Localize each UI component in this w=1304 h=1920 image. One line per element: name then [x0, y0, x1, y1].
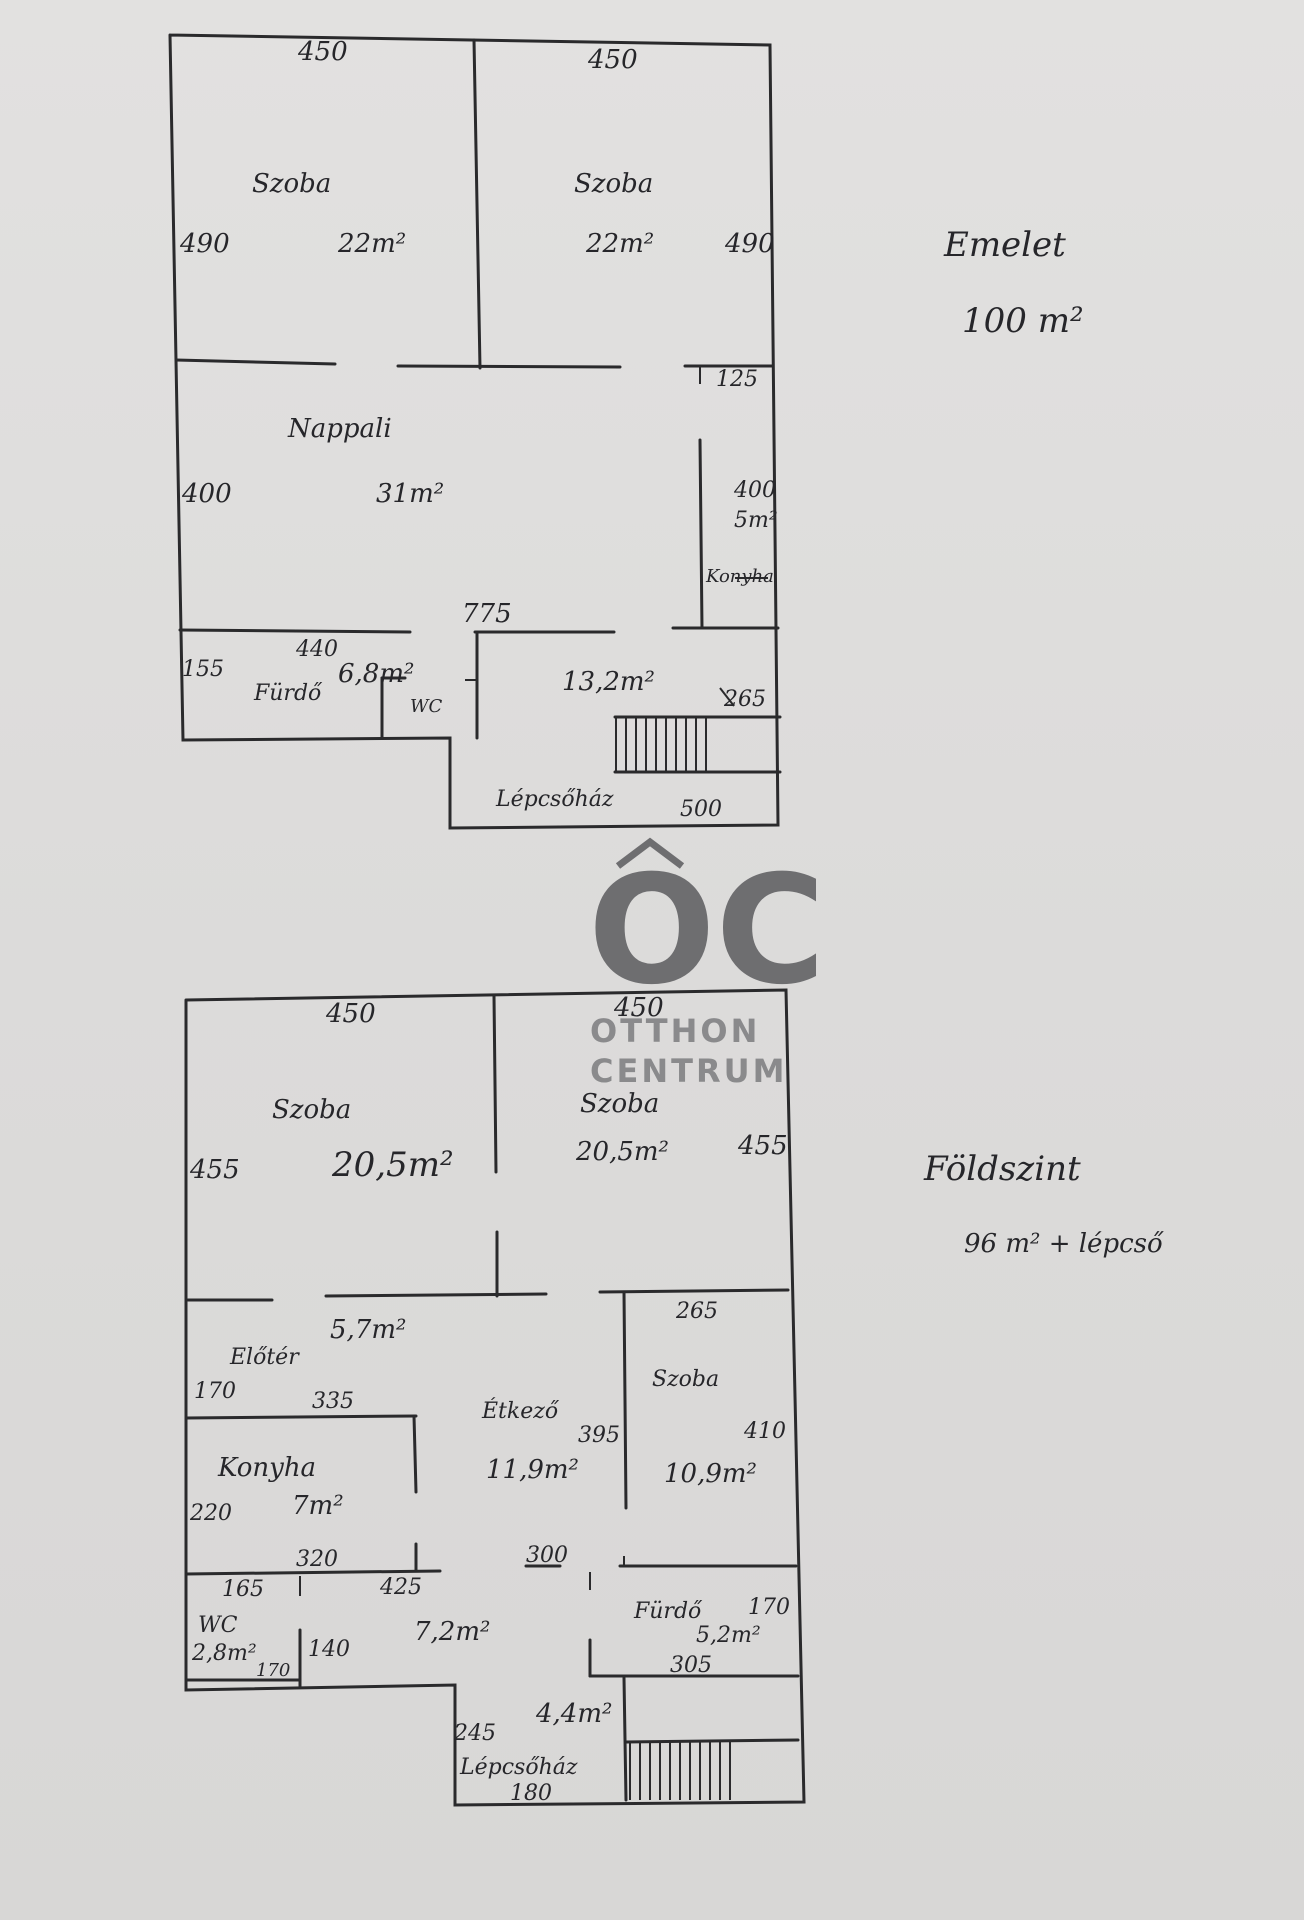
- ground-room3-name: Szoba: [652, 1367, 719, 1392]
- upper-stairs-label: Lépcsőház: [495, 787, 614, 812]
- ground-dim-top-right: 450: [613, 993, 664, 1023]
- upper-outer-wall: [168, 33, 780, 830]
- ground-kitchen-name: Konyha: [217, 1453, 316, 1483]
- ground-dining-area: 11,9m²: [486, 1455, 579, 1485]
- ground-room2-name: Szoba: [580, 1089, 659, 1119]
- ground-wc-label: WC: [198, 1613, 238, 1638]
- ground-room1-name: Szoba: [272, 1095, 351, 1125]
- ground-dim-dining-depth: 395: [578, 1423, 620, 1448]
- ground-dim-kitchen-left: 220: [189, 1501, 232, 1526]
- ground-bath-name: Fürdő: [633, 1599, 703, 1624]
- ground-floor-labels: 450 450 Szoba 20,5m² 455 Szoba 20,5m² 45…: [189, 993, 1164, 1806]
- watermark-roof-mark: [615, 837, 685, 869]
- upper-wc-label: WC: [410, 696, 443, 717]
- ground-dim-stair-bottom: 180: [510, 1781, 552, 1806]
- upper-room2-name: Szoba: [574, 169, 653, 199]
- ground-stair-top: [624, 1738, 800, 1744]
- upper-floor-title: Emelet: [943, 225, 1066, 265]
- ground-dim-room2-right: 455: [737, 1131, 788, 1161]
- upper-dim-bath-left: 155: [182, 657, 224, 682]
- upper-dim-top-right: 450: [587, 45, 638, 75]
- ground-stairs-label: Lépcsőház: [459, 1755, 578, 1780]
- upper-floor-labels: 450 450 Szoba 22m² 490 Szoba 22m² 490 12…: [179, 37, 1084, 822]
- upper-dim-room1-left: 490: [179, 229, 230, 259]
- ground-kitchen-top-wall: [184, 1414, 418, 1420]
- upper-room1-area: 22m²: [337, 229, 406, 259]
- upper-dim-living-left: 400: [181, 479, 232, 509]
- ground-rooms-bottom-wall-b: [324, 1292, 548, 1298]
- ground-dim-corridor-left: 140: [308, 1637, 350, 1662]
- watermark-line2: CENTRUM: [590, 1052, 787, 1090]
- upper-rooms-bottom-wall-b: [396, 364, 622, 369]
- upper-stair-treads: [615, 717, 707, 772]
- upper-dim-tick: [719, 687, 735, 707]
- upper-hall-area: 13,2m²: [562, 667, 655, 697]
- ground-dim-kitchen-top: 335: [312, 1389, 354, 1414]
- ground-dim-room1-left: 455: [189, 1155, 240, 1185]
- upper-dim-room2-right: 490: [724, 229, 775, 259]
- upper-bath-top-wall: [178, 628, 412, 634]
- ground-dim-bath-right: 170: [748, 1595, 790, 1620]
- upper-dim-kitchen-top: 125: [716, 367, 758, 392]
- ground-dim-corridor-width: 300: [526, 1543, 568, 1568]
- upper-rooms-bottom-wall-a: [174, 358, 337, 366]
- ground-dim-kitchen-bottom: 320: [296, 1547, 338, 1572]
- upper-kitchen-name: Konyha: [705, 566, 774, 587]
- ground-kitchen-area: 7m²: [292, 1491, 344, 1521]
- upper-dim-stair-bottom: 500: [680, 797, 722, 822]
- ground-dim-corridor-top: 425: [379, 1575, 422, 1600]
- upper-dim-hall-width: 775: [462, 599, 512, 629]
- upper-living-name: Nappali: [287, 414, 392, 444]
- ground-stair-treads: [629, 1742, 731, 1800]
- otthon-centrum-watermark: OC OTTHON CENTRUM: [588, 837, 826, 1090]
- ground-rooms-bottom-wall-c: [598, 1288, 790, 1294]
- upper-room-divider: [472, 38, 482, 370]
- upper-kitchen-area: 5m²: [734, 508, 778, 533]
- ground-floor-area: 96 m² + lépcső: [964, 1229, 1164, 1259]
- ground-dim-bath-bottom: 305: [670, 1653, 712, 1678]
- ground-dim-wc-right: 170: [256, 1660, 290, 1681]
- ground-room3-area: 10,9m²: [664, 1459, 757, 1489]
- upper-bath-name: Fürdő: [253, 681, 323, 706]
- upper-room1-name: Szoba: [252, 169, 331, 199]
- ground-dim-entry-left: 170: [194, 1379, 236, 1404]
- upper-dim-top-left: 450: [297, 37, 348, 67]
- ground-dim-wc-top: 165: [222, 1577, 264, 1602]
- ground-outer-wall: [184, 988, 806, 1807]
- ground-floor-plan: [184, 988, 806, 1807]
- ground-entry-area: 5,7m²: [330, 1315, 406, 1345]
- ground-wc-area: 2,8m²: [191, 1641, 257, 1666]
- ground-dim-room3-right: 410: [743, 1419, 786, 1444]
- ground-room-divider: [492, 994, 498, 1174]
- upper-dim-kitchen-right: 400: [733, 478, 776, 503]
- upper-kitchen-wall: [698, 438, 704, 630]
- ground-dim-stair-side: 245: [453, 1721, 496, 1746]
- ground-floor-title: Földszint: [923, 1149, 1081, 1189]
- ground-dining-name: Étkező: [481, 1397, 560, 1424]
- ground-kitchen-bottom-wall: [184, 1569, 442, 1576]
- ground-dim-top-left: 450: [325, 999, 376, 1029]
- ground-stair-left-wall: [622, 1676, 628, 1802]
- ground-entry-name: Előtér: [229, 1345, 300, 1370]
- ground-corridor-area: 7,2m²: [414, 1617, 490, 1647]
- upper-bath-area: 6,8m²: [338, 659, 414, 689]
- ground-room2-area: 20,5m²: [575, 1137, 669, 1167]
- ground-bath-area: 5,2m²: [696, 1623, 761, 1648]
- upper-room2-area: 22m²: [585, 229, 654, 259]
- upper-living-area: 31m²: [376, 479, 444, 509]
- ground-room3-left-wall: [622, 1290, 628, 1510]
- ground-room1-area: 20,5m²: [331, 1145, 454, 1185]
- watermark-line1: OTTHON: [590, 1012, 760, 1050]
- upper-dim-stairs-side: 265: [723, 687, 766, 712]
- ground-kitchen-right-wall: [412, 1414, 418, 1494]
- upper-floor-plan: [168, 33, 782, 830]
- ground-dim-room3-top: 265: [675, 1299, 718, 1324]
- upper-dim-bath-width: 440: [295, 637, 338, 662]
- upper-floor-area: 100 m²: [962, 301, 1084, 341]
- ground-stair-area: 4,4m²: [535, 1699, 612, 1729]
